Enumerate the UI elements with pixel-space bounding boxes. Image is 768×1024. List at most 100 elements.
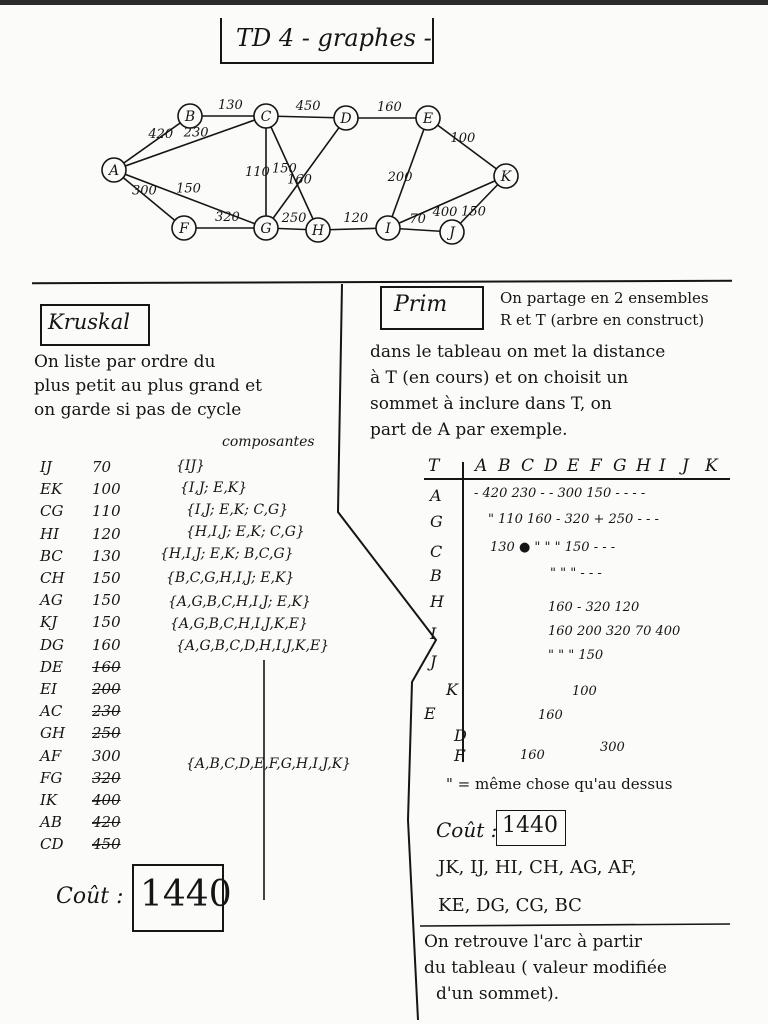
prim-row: 160 200 320 70 400 [548,624,681,639]
node-G: G [253,215,279,241]
prim-order-I: I [430,624,437,643]
edge-KJ [451,175,507,233]
edge-weight-AG: 150 [176,182,201,197]
edge-CD [265,115,347,119]
prim-desc-1: dans le tableau on met la distance [370,342,666,362]
kruskal-edge-name: DG [40,635,65,654]
kruskal-edge-name: GH [40,724,66,743]
prim-row: 300 [600,740,625,755]
prim-final-3: d'un sommet). [436,984,559,1004]
svg-text:C: C [261,109,272,125]
prim-col-C: C [521,456,535,476]
kruskal-edge-weight: 420 [92,813,121,832]
kruskal-cout-value: 1440 [140,874,232,915]
prim-order-F: F [454,746,466,765]
svg-text:I: I [384,221,391,237]
kruskal-edge-weight: 450 [92,835,121,854]
prim-title: Prim [394,292,448,317]
kruskal-cout-label: Coût : [56,884,124,909]
edge-DG [265,117,347,229]
svg-text:H: H [311,223,325,239]
kruskal-edge-name: IK [40,791,58,809]
kruskal-component: {I,J; E,K} [180,480,248,496]
node-E: E [415,105,441,131]
kruskal-edge: IJ 70 [40,458,111,476]
kruskal-edge-name: CG [40,502,64,521]
kruskal-component: {IJ} [176,458,205,474]
edge-weight-BC: 130 [218,98,243,113]
prim-desc-4: part de A par exemple. [370,420,568,440]
kruskal-component: {A,G,B,C,D,H,I,J,K,E} [176,638,330,654]
prim-col-B: B [498,456,511,476]
prim-row: " " " - - - [550,566,602,581]
svg-text:J: J [446,225,456,241]
kruskal-edge-name: AG [40,591,63,610]
edge-weight-CD: 450 [295,99,321,114]
prim-col-H: H [636,456,651,476]
kruskal-component: {H,I,J; E,K; C,G} [186,524,305,540]
kruskal-edge-name: AC [40,702,63,721]
kruskal-edge-weight: 160 [92,635,121,654]
kruskal-edge-name: KJ [40,613,58,632]
kruskal-edge: AC 230 [40,702,121,720]
kruskal-edge-name: CD [40,835,64,854]
node-J: J [439,219,465,245]
svg-text:D: D [339,111,351,127]
kruskal-edge-weight: 300 [92,746,121,765]
prim-final-1: On retrouve l'arc à partir [424,932,643,952]
prim-row: 130 ● " " " 150 - - - [490,540,616,555]
edge-AG [113,169,267,229]
prim-order-G: G [430,512,443,531]
prim-row: 100 [572,684,597,699]
title-box [220,18,434,64]
composantes-label: composantes [222,434,315,450]
prim-order-C: C [430,542,443,561]
kruskal-desc-3: on garde si pas de cycle [34,400,242,420]
kruskal-edge-weight: 150 [92,591,121,610]
kruskal-component: {I,J; E,K; C,G} [186,502,289,518]
kruskal-edge-weight: 320 [92,768,121,787]
kruskal-edge-weight: 160 [92,657,121,676]
edge-weight-EK: 100 [450,131,475,146]
prim-desc-2: à T (en cours) et on choisit un [370,368,629,388]
prim-row: - 420 230 - - 300 150 - - - - [474,486,646,501]
page-title: TD 4 - graphes - [236,24,432,52]
prim-edges-2: KE, DG, CG, BC [438,895,582,916]
edge-weight-IJ: 70 [409,212,426,227]
kruskal-cout-box [132,864,224,932]
prim-row: 160 [538,708,563,723]
prim-col-I: I [659,456,666,476]
prim-order-D: D [454,726,467,745]
edge-weight-DE: 160 [377,100,402,115]
ditto-note: " = même chose qu'au dessus [446,775,673,793]
prim-row: 160 [520,748,545,763]
edge-CH [265,115,319,231]
kruskal-edge-name: CH [40,569,65,587]
prim-cout-label: Coût : [436,818,498,842]
prim-title-box [380,286,484,330]
kruskal-title-box [40,304,150,346]
prim-col-E: E [567,456,580,476]
kruskal-desc-2: plus petit au plus grand et [34,376,262,396]
edge-weight-CG: 110 [245,165,270,180]
prim-col-T: T [428,456,440,476]
kruskal-edge-name: BC [40,546,63,565]
edge-AF [113,169,185,229]
node-H: H [305,217,331,243]
kruskal-edge-name: IJ [40,458,52,476]
kruskal-edge-weight: 230 [92,702,121,721]
prim-cout-box [496,810,566,846]
prim-row: " " " 150 [548,648,604,663]
kruskal-edge-weight: 70 [92,458,112,476]
kruskal-edge-weight: 200 [92,680,121,698]
kruskal-title: Kruskal [48,310,130,334]
